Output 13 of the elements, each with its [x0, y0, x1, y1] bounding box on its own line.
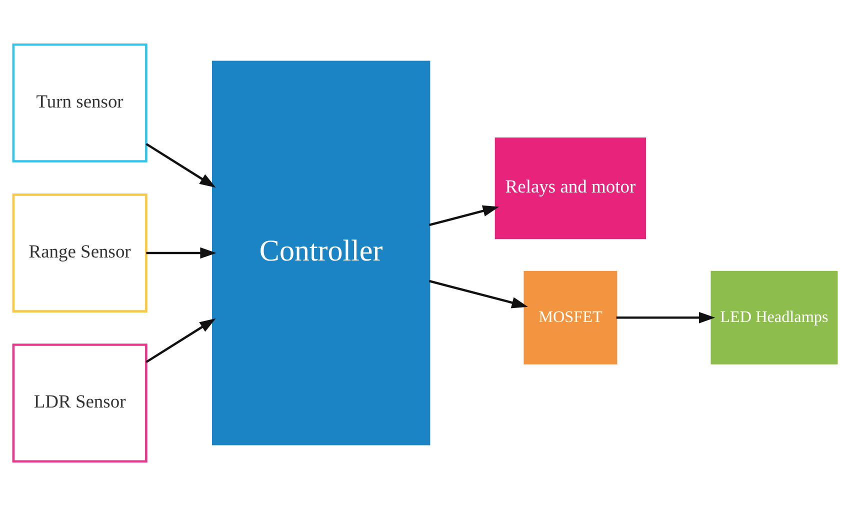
node-box: Range Sensor [12, 194, 148, 312]
node-box: Turn sensor [12, 43, 148, 162]
node-box: LED Headlamps [710, 270, 838, 364]
node-box: LDR Sensor [12, 344, 148, 463]
arrow [616, 312, 716, 324]
arrow [146, 247, 216, 259]
node-box: Controller [212, 60, 430, 446]
node-box: MOSFET [524, 270, 618, 364]
arrow [428, 280, 528, 308]
arrow [146, 318, 216, 364]
node-box: Relays and motor [494, 138, 646, 240]
arrow [428, 205, 500, 226]
arrow [146, 142, 216, 188]
